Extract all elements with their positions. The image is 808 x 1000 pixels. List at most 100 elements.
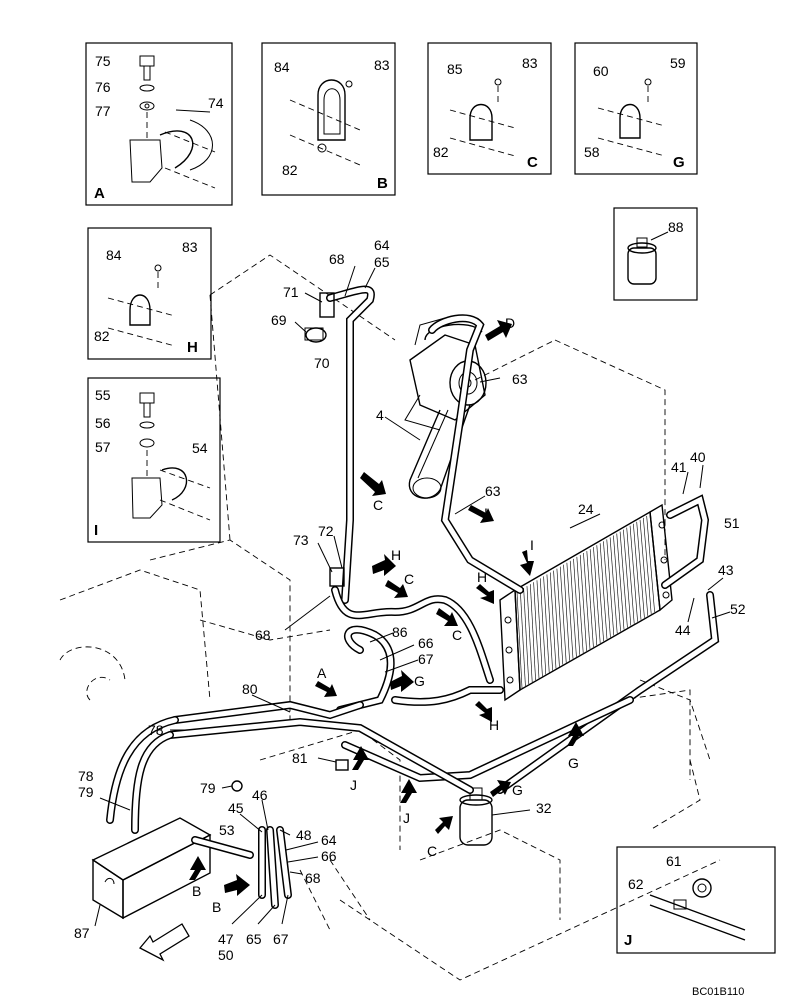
arrow-c2	[385, 580, 408, 598]
arrow-c1	[360, 472, 386, 496]
condenser-fin-line	[563, 564, 570, 661]
receiver-dryer	[459, 787, 493, 846]
arrow-letter-b2: B	[212, 899, 221, 915]
arrow-letter-a: A	[317, 665, 327, 681]
arrow-g3	[490, 780, 511, 797]
arrow-letter-c4: C	[427, 843, 437, 859]
arrow-letter-c2: C	[404, 571, 414, 587]
detail-i-frame	[87, 377, 221, 543]
label-80: 80	[242, 681, 258, 697]
detail-g-letter: G	[673, 154, 685, 171]
part-labels: 64 65 68 71 69 70 4 63 63 24 41 40 51 43…	[74, 237, 746, 963]
condenser-fin-line	[599, 543, 608, 640]
valve-fittings	[231, 292, 349, 792]
condenser-fin-line	[619, 531, 628, 628]
label-64-top: 64	[374, 237, 390, 253]
label-24: 24	[578, 501, 594, 517]
arrow-letter-g1: G	[414, 673, 425, 689]
label-41: 41	[671, 459, 687, 475]
label-66-bottom: 66	[321, 848, 337, 864]
condenser-fin-line	[539, 578, 547, 675]
condenser-fin-line	[576, 556, 584, 653]
condenser-fin-line	[516, 591, 523, 689]
detail-i-label-56: 56	[95, 415, 111, 431]
arrow-b1	[189, 856, 206, 880]
condenser-fin-line	[556, 568, 564, 665]
detail-a-letter: A	[94, 185, 105, 202]
condenser-fin-line	[579, 554, 587, 651]
label-40: 40	[690, 449, 706, 465]
condenser-fin-line	[523, 588, 530, 685]
detail-b-label-84: 84	[274, 59, 290, 75]
detail-j-letter: J	[624, 932, 632, 949]
label-47: 47	[218, 931, 234, 947]
label-78-upper: 78	[148, 722, 164, 738]
detail-box-c: 85 83 82 C	[427, 42, 552, 175]
detail-g-label-60: 60	[593, 63, 609, 79]
condenser-fin-line	[636, 521, 645, 618]
label-32: 32	[536, 800, 552, 816]
condenser-fin-line	[629, 525, 638, 622]
condenser-fin-line	[530, 584, 536, 681]
label-53: 53	[219, 822, 235, 838]
arrow-i2	[520, 550, 534, 576]
label-69: 69	[271, 312, 287, 328]
detail-i-label-54: 54	[192, 440, 208, 456]
condenser-fin-line	[609, 537, 618, 634]
condenser-fin-line	[566, 562, 574, 659]
detail-j-frame	[616, 846, 776, 954]
condenser-fin-line	[639, 519, 649, 616]
arrow-letter-g2: G	[568, 755, 579, 771]
detail-g-label-59: 59	[670, 55, 686, 71]
arrow-letter-j1: J	[350, 777, 357, 793]
detail-h-letter: H	[187, 339, 198, 356]
condenser-fin-line	[569, 560, 577, 657]
detail-b-frame	[261, 42, 396, 196]
condenser-fin-line	[596, 545, 604, 642]
condenser-fin-line	[586, 551, 594, 648]
label-79-right: 79	[200, 780, 216, 796]
detail-a-label-77: 77	[95, 103, 111, 119]
detail-b-label-83: 83	[374, 57, 390, 73]
detail-b-label-82: 82	[282, 162, 298, 178]
arrow-b2	[224, 874, 250, 896]
label-68-bottom: 68	[305, 870, 321, 886]
condenser-fin-line	[616, 533, 625, 630]
label-63-compressor: 63	[512, 371, 528, 387]
detail-i-label-57: 57	[95, 439, 111, 455]
arrow-j2	[400, 779, 417, 803]
arrow-letter-b1: B	[192, 883, 201, 899]
detail-h-label-83: 83	[182, 239, 198, 255]
label-44: 44	[675, 622, 691, 638]
condenser-fin-line	[520, 590, 526, 687]
condenser	[499, 503, 673, 702]
detail-box-a: 75 76 77 74 A	[85, 42, 233, 206]
arrow-d	[485, 320, 512, 341]
hoses	[106, 285, 720, 909]
arrow-letter-c1: C	[373, 497, 383, 513]
arrow-h3	[475, 701, 492, 722]
front-direction-arrow	[138, 923, 190, 962]
condenser-fin-line	[533, 582, 540, 679]
condenser-fin-line	[559, 566, 567, 663]
detail-box-j: 61 62 J	[616, 846, 776, 954]
detail-c-letter: C	[527, 154, 538, 171]
detail-i-letter: I	[94, 522, 98, 539]
arrow-letter-h3: H	[489, 717, 499, 733]
direction-arrows	[138, 320, 584, 962]
label-50: 50	[218, 947, 234, 963]
arrow-g2	[567, 722, 584, 746]
condenser-fin-line	[546, 574, 553, 671]
arrow-i1	[468, 505, 494, 523]
arrow-g1	[390, 670, 414, 692]
arrow-letter-d: D	[505, 315, 515, 331]
detail-box-g: 60 59 58 G	[574, 42, 698, 175]
machine-frame-outline	[59, 254, 721, 981]
label-4: 4	[376, 407, 384, 423]
label-64-bottom: 64	[321, 832, 337, 848]
condenser-fin-line	[553, 570, 560, 667]
label-67-mid: 67	[418, 651, 434, 667]
condenser-fin-line	[593, 547, 601, 644]
detail-h-frame	[87, 227, 212, 360]
